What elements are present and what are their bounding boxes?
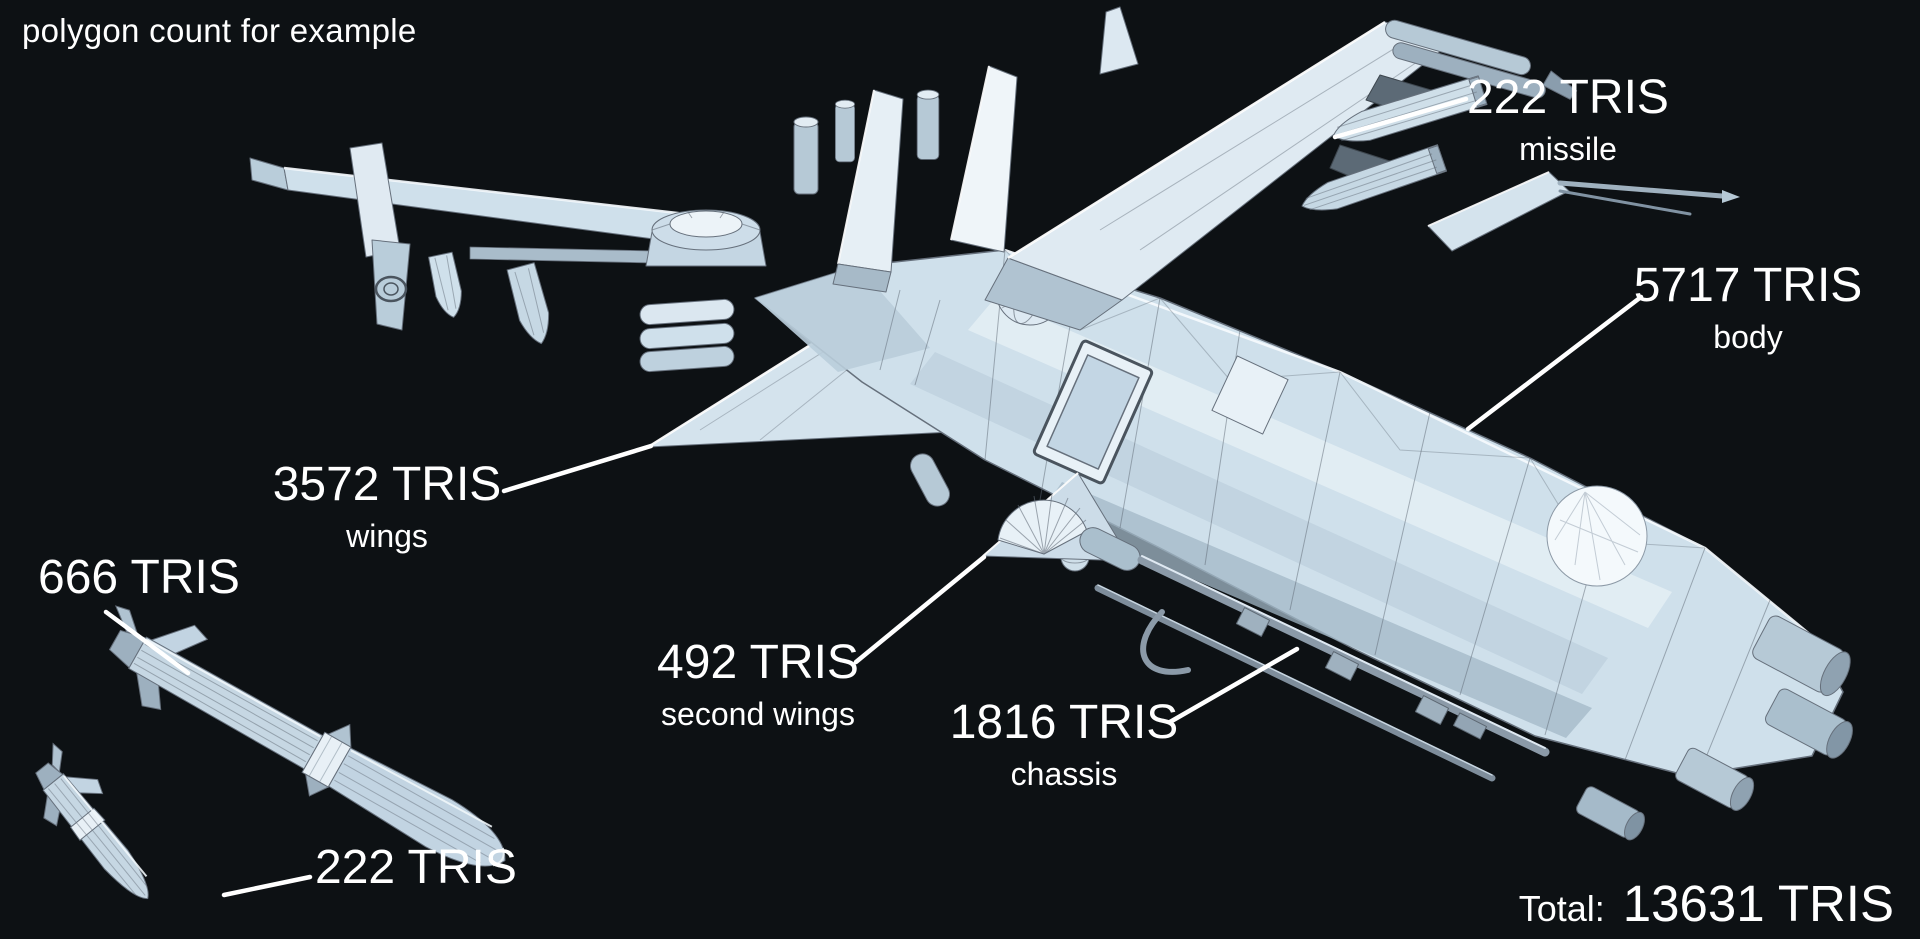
label-chassis: 1816 TRIS chassis <box>929 696 1199 792</box>
label-wings: 3572 TRIS wings <box>257 458 517 554</box>
hull-body <box>754 248 1844 777</box>
cockpit-hatch <box>1032 339 1154 485</box>
chassis-rails <box>1094 555 1550 782</box>
leader-body <box>1465 294 1644 432</box>
wings-part-name: wings <box>346 518 428 554</box>
turret-ring <box>645 209 767 267</box>
leader-chassis <box>1167 646 1300 725</box>
leader-lines <box>103 96 1644 898</box>
missile-part-name: missile <box>1519 131 1617 167</box>
total-label: Total: <box>1518 888 1605 929</box>
chassis-part-name: chassis <box>1010 756 1118 792</box>
leader-small-missile <box>221 874 313 898</box>
large-missile-model <box>108 605 506 867</box>
page-title: polygon count for example <box>22 12 417 49</box>
label-body: 5717 TRIS body <box>1618 259 1878 355</box>
second-wing <box>982 472 1141 571</box>
boom-arm <box>249 142 707 345</box>
body-tris-count: 5717 TRIS <box>1633 259 1863 312</box>
leader-wings <box>501 443 654 494</box>
leader-large-missile <box>103 609 191 676</box>
second-wings-part-name: second wings <box>661 696 855 732</box>
total-row: Total: 13631 TRIS <box>1519 874 1894 933</box>
label-missile: 222 TRIS missile <box>1438 71 1698 167</box>
label-small-missile: 222 TRIS <box>315 844 555 892</box>
engines <box>1576 615 1853 841</box>
fins <box>793 6 1139 293</box>
wings-tris-count: 3572 TRIS <box>272 458 502 511</box>
label-large-missile: 666 TRIS <box>38 554 278 602</box>
body-part-name: body <box>1713 319 1783 355</box>
small-missile-model <box>35 742 149 900</box>
wing-tip-cluster <box>1385 19 1578 100</box>
wireframe-lines <box>879 249 1771 773</box>
large-missile-tris-count: 666 TRIS <box>38 551 240 604</box>
small-missile-tris-count: 222 TRIS <box>315 841 517 894</box>
chassis-tris-count: 1816 TRIS <box>949 696 1179 749</box>
top-wing <box>984 19 1578 331</box>
second-wings-tris-count: 492 TRIS <box>657 636 859 689</box>
leader-missile <box>1332 96 1469 140</box>
total-tris-count: 13631 TRIS <box>1622 875 1894 932</box>
wing-missile <box>1301 144 1448 211</box>
faceted-dome <box>1546 485 1648 587</box>
folded-tubes <box>639 298 735 373</box>
right-winglet <box>1427 171 1740 252</box>
label-second-wings: 492 TRIS second wings <box>598 636 918 732</box>
hatch-box <box>1211 355 1289 435</box>
leader-second-wings <box>853 554 987 665</box>
missile-tris-count: 222 TRIS <box>1467 71 1669 124</box>
